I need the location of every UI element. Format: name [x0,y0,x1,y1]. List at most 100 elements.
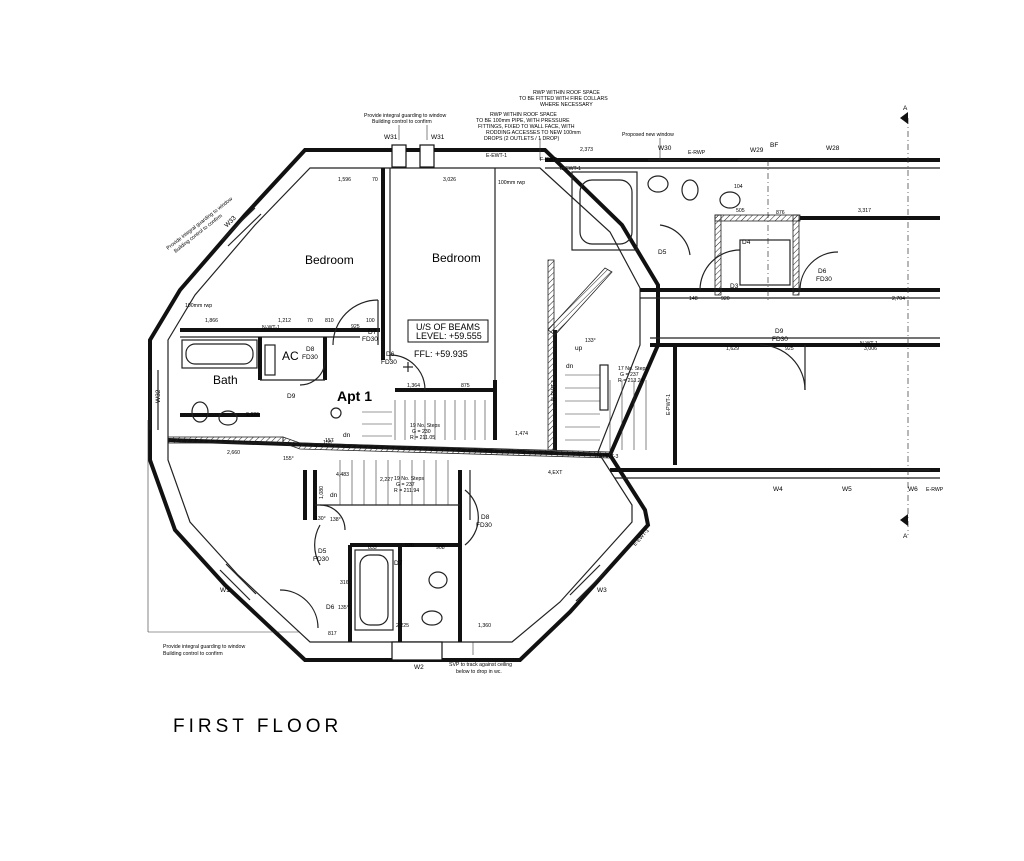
svg-text:dn: dn [566,363,574,370]
svg-text:100mm rwp: 100mm rwp [498,180,525,186]
svg-text:925: 925 [785,346,794,352]
svg-text:D3: D3 [730,283,739,290]
octagon-inner-wall [167,167,641,643]
svg-text:Building control to confirm: Building control to confirm [372,119,432,125]
svg-text:dn: dn [343,432,351,439]
door-swings [279,224,691,629]
svg-text:N-PWT-3: N-PWT-3 [597,454,618,460]
stair-labels: 19 No. Steps G = 230 R = 211.05 19 No. S… [330,345,648,499]
svg-text:R = 211.94: R = 211.94 [394,488,419,494]
svg-text:133°: 133° [585,338,596,344]
svg-text:FD30: FD30 [362,336,378,343]
svg-text:908: 908 [436,545,445,551]
svg-text:876: 876 [776,210,785,216]
room-bedroom-left: Bedroom [305,253,354,267]
svg-text:4,EXT: 4,EXT [548,470,563,476]
svg-text:1,474: 1,474 [515,431,528,437]
svg-text:3,317: 3,317 [858,208,871,214]
svg-text:2,227: 2,227 [380,477,393,483]
svg-text:17 No. Steps: 17 No. Steps [618,366,648,372]
svg-text:D8: D8 [306,346,315,353]
svg-text:F-RWP: F-RWP [540,157,557,163]
svg-text:70: 70 [372,177,378,183]
svg-text:DROPS (2 OUTLETS / 1 DROP): DROPS (2 OUTLETS / 1 DROP) [484,136,560,142]
room-bath: Bath [213,373,238,387]
svg-text:D7: D7 [368,329,377,336]
svg-text:W31: W31 [384,134,398,141]
svg-text:TO BE 100mm PIPE, WITH PRESSUR: TO BE 100mm PIPE, WITH PRESSURE [476,118,570,124]
svg-text:W31: W31 [431,134,445,141]
svg-text:148: 148 [689,296,698,302]
svg-text:E-RWP: E-RWP [926,487,944,493]
svg-text:R = 211.05: R = 211.05 [410,435,435,441]
svg-text:FITTINGS, FIXED TO WALL FACE,: FITTINGS, FIXED TO WALL FACE, WITH [478,124,575,130]
svg-text:D4: D4 [742,239,751,246]
ne-wing [545,158,940,300]
svg-text:135°: 135° [338,605,349,611]
svg-text:1,360: 1,360 [478,623,491,629]
svg-text:155°: 155° [283,456,294,462]
svg-text:W28: W28 [826,145,840,152]
svg-text:R = 213.24: R = 213.24 [618,378,644,384]
beams-line-1: U/S OF BEAMS [416,322,480,332]
svg-text:1,080: 1,080 [319,486,325,499]
svg-text:dn: dn [330,492,338,499]
svg-text:138°: 138° [330,517,341,523]
svg-text:817: 817 [328,631,337,637]
svg-text:D9: D9 [287,393,296,400]
svg-text:Building control to confirm: Building control to confirm [163,651,223,657]
svg-text:BF: BF [770,142,778,149]
door-labels: D7 FD30 D6 FD30 D8 FD30 D9 D5 FD30 D6 D7… [287,239,832,611]
beams-label-box [407,319,489,343]
svg-text:FD30: FD30 [313,556,329,563]
svg-text:3,006: 3,006 [864,346,877,352]
svg-text:157: 157 [325,438,334,444]
svg-text:920: 920 [721,296,730,302]
svg-text:Provide integral guarding to w: Provide integral guarding to window [163,644,245,650]
svg-text:875: 875 [461,383,470,389]
svg-text:E-PWT-1: E-PWT-1 [666,394,672,415]
window-marks [149,144,930,661]
svg-text:G = 237: G = 237 [620,372,639,378]
svg-text:A: A [903,533,908,540]
window-labels: W31 W31 W30 W29 W28 BF W33 W32 W1 W2 W3 … [155,134,918,671]
svg-text:W2: W2 [414,664,424,671]
svg-text:W30: W30 [658,145,672,152]
svg-text:FD30: FD30 [772,336,788,343]
svg-text:N-WT-1: N-WT-1 [860,341,878,347]
svg-text:100: 100 [366,318,375,324]
svg-text:FD30: FD30 [302,354,318,361]
svg-text:up: up [575,345,583,352]
svg-text:W29: W29 [750,147,764,154]
svg-text:N-WT-1: N-WT-1 [262,325,280,331]
bath-fixtures [181,339,448,631]
svg-text:Proposed new window: Proposed new window [622,132,674,138]
svg-text:104: 104 [734,184,743,190]
svg-text:2,225: 2,225 [396,623,409,629]
svg-text:W6: W6 [908,486,918,493]
svg-text:925: 925 [351,324,360,330]
room-labels: Bedroom Bedroom Bath AC Apt 1 [213,251,481,404]
svg-text:1,596: 1,596 [338,177,351,183]
se-wing [610,337,940,479]
svg-text:RWP WITHIN ROOF SPACE: RWP WITHIN ROOF SPACE [533,90,600,96]
dimension-labels: 1,596 70 3,026 2,373 1,866 1,212 810 70 … [205,147,905,637]
svg-text:2,660: 2,660 [227,450,240,456]
beams-line-2: LEVEL: +59.555 [416,331,482,341]
leader-lines [147,125,661,655]
room-bedroom-right: Bedroom [432,251,481,265]
floor-title: FIRST FLOOR [173,716,342,737]
svg-text:FD30: FD30 [381,359,397,366]
svg-text:130°: 130° [315,516,326,522]
svg-text:D6: D6 [386,351,395,358]
svg-text:19 No. Steps: 19 No. Steps [394,476,424,482]
svg-text:TO BE FITTED WITH FIRE COLLARS: TO BE FITTED WITH FIRE COLLARS [519,96,608,102]
svg-text:D6: D6 [326,604,335,611]
svg-text:RODDING ACCESSES TO NEW 100mm: RODDING ACCESSES TO NEW 100mm [486,130,581,136]
svg-text:E-RWP: E-RWP [688,150,706,156]
svg-text:1,629: 1,629 [726,346,739,352]
room-ac: AC [282,349,299,363]
svg-text:SVP to track against ceiling: SVP to track against ceiling [449,662,512,668]
stairs [339,364,647,505]
